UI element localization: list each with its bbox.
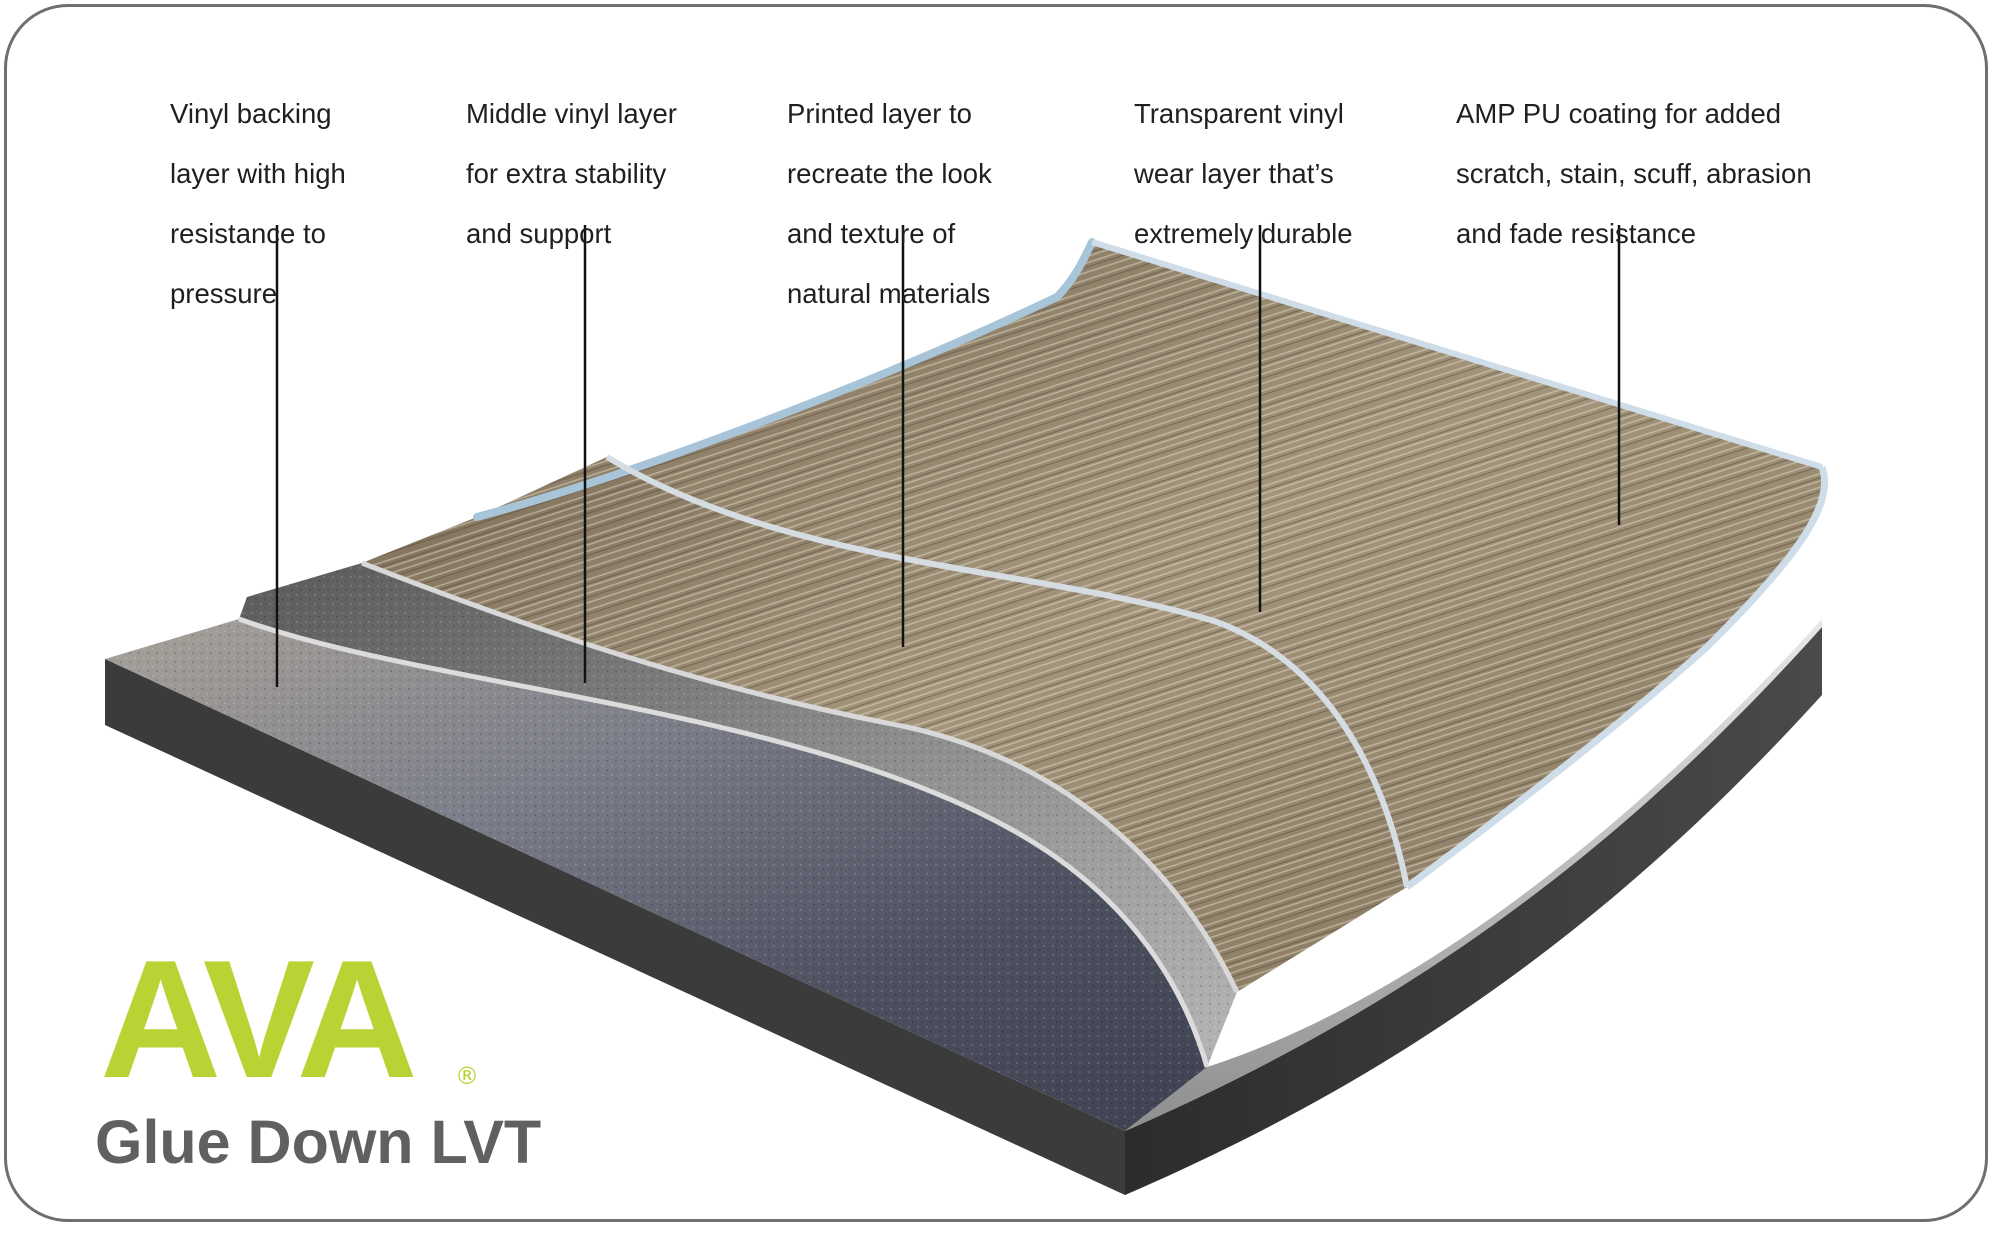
callout-middle-vinyl: Middle vinyl layer for extra stability a… bbox=[466, 98, 677, 249]
brand-logo: AVA bbox=[100, 925, 418, 1113]
product-name: Glue Down LVT bbox=[95, 1108, 542, 1176]
pu-coating-front-edge bbox=[1404, 465, 1829, 890]
backing-layer-edge bbox=[238, 616, 1210, 1068]
callout-wear-layer: Transparent vinyl wear layer that’s extr… bbox=[1134, 98, 1353, 249]
printed-layer-edge bbox=[605, 454, 1410, 888]
middle-layer-texture bbox=[239, 563, 1237, 1067]
backing-layer-rim bbox=[1125, 619, 1822, 1131]
plank-right-edge bbox=[1125, 627, 1822, 1195]
callout-printed-layer: Printed layer to recreate the look and t… bbox=[787, 98, 992, 309]
backing-layer-texture bbox=[105, 619, 1207, 1131]
callout-vinyl-backing: Vinyl backing layer with high resistance… bbox=[170, 98, 346, 309]
middle-layer-edge bbox=[361, 560, 1240, 994]
pu-coating-edge bbox=[1091, 239, 1823, 470]
diagram-card: Vinyl backing layer with high resistance… bbox=[4, 4, 1988, 1222]
callout-pu-coating: AMP PU coating for added scratch, stain,… bbox=[1456, 98, 1812, 249]
registered-mark: ® bbox=[455, 1062, 479, 1090]
plank-front-edge bbox=[105, 659, 1125, 1195]
lvt-layer-cross-section bbox=[105, 225, 1829, 1195]
